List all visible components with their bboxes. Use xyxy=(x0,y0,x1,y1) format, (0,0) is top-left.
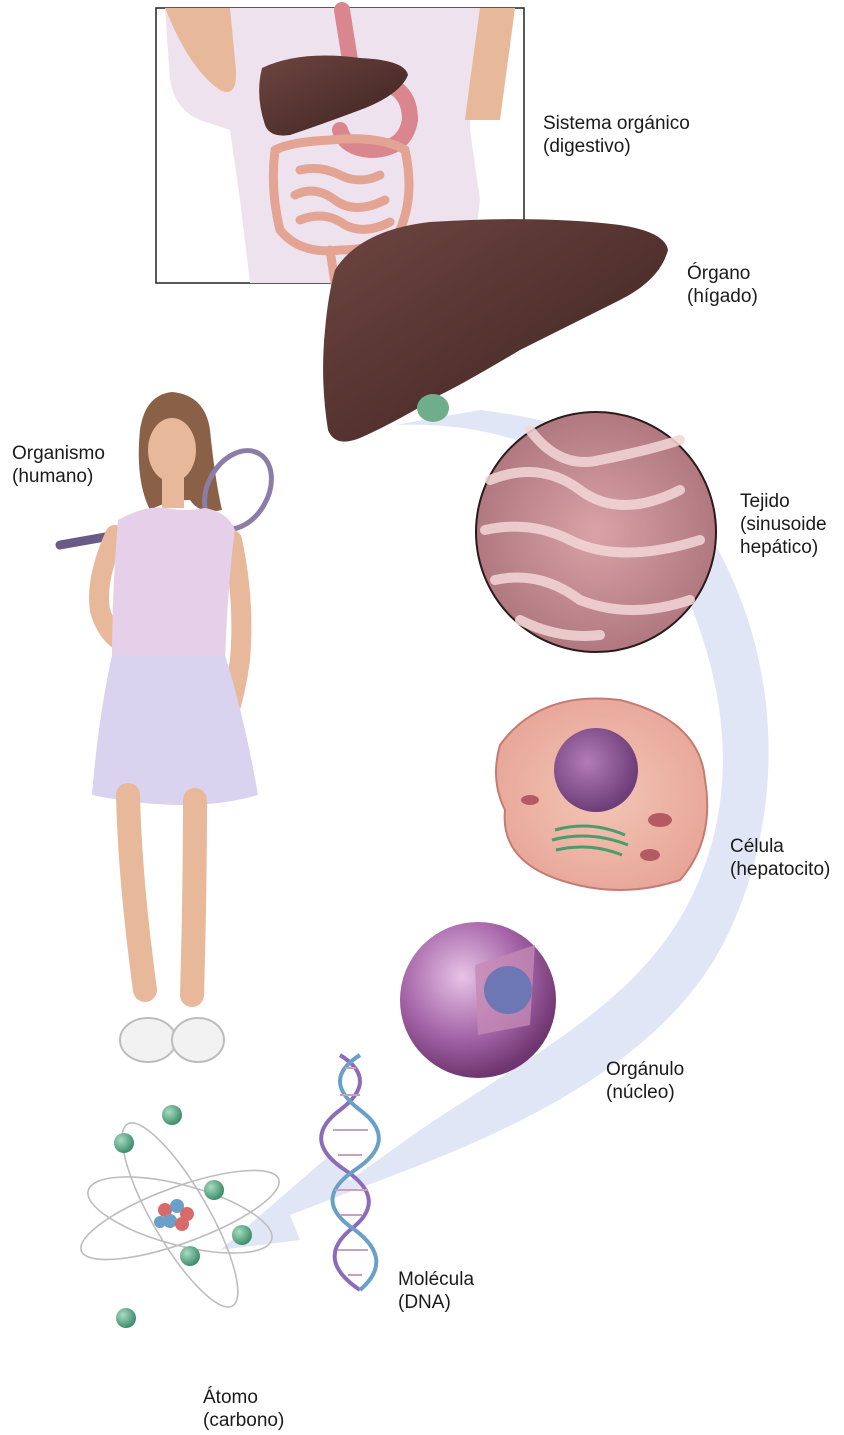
label-organ-system-name: Sistema orgánico xyxy=(543,112,690,135)
label-organ: Órgano (hígado) xyxy=(687,262,758,308)
label-molecule: Molécula (DNA) xyxy=(398,1268,474,1314)
label-cell-name: Célula xyxy=(730,835,830,858)
tissue-circle xyxy=(476,412,716,652)
carbon-atom xyxy=(72,1105,288,1328)
label-molecule-detail: (DNA) xyxy=(398,1291,474,1314)
label-organism-detail: (humano) xyxy=(12,465,105,488)
tennis-player xyxy=(60,392,285,1062)
label-organelle-name: Orgánulo xyxy=(606,1058,684,1081)
hepatocyte-cell xyxy=(496,698,707,890)
label-atom: Átomo (carbono) xyxy=(203,1386,284,1432)
label-tissue-detail2: hepático) xyxy=(740,536,827,559)
label-organelle: Orgánulo (núcleo) xyxy=(606,1058,684,1104)
label-organ-name: Órgano xyxy=(687,262,758,285)
label-organ-system: Sistema orgánico (digestivo) xyxy=(543,112,690,158)
label-organism-name: Organismo xyxy=(12,442,105,465)
liver xyxy=(323,219,668,441)
label-atom-detail: (carbono) xyxy=(203,1409,284,1432)
label-organism: Organismo (humano) xyxy=(12,442,105,488)
label-atom-name: Átomo xyxy=(203,1386,284,1409)
label-tissue-detail: (sinusoide xyxy=(740,513,827,536)
label-organ-detail: (hígado) xyxy=(687,285,758,308)
atom-nucleus xyxy=(154,1199,194,1231)
label-molecule-name: Molécula xyxy=(398,1268,474,1291)
label-cell: Célula (hepatocito) xyxy=(730,835,830,881)
label-cell-detail: (hepatocito) xyxy=(730,858,830,881)
label-organelle-detail: (núcleo) xyxy=(606,1081,684,1104)
label-tissue: Tejido (sinusoide hepático) xyxy=(740,490,827,559)
nucleus-sphere xyxy=(400,922,556,1078)
label-tissue-name: Tejido xyxy=(740,490,827,513)
label-organ-system-detail: (digestivo) xyxy=(543,135,690,158)
